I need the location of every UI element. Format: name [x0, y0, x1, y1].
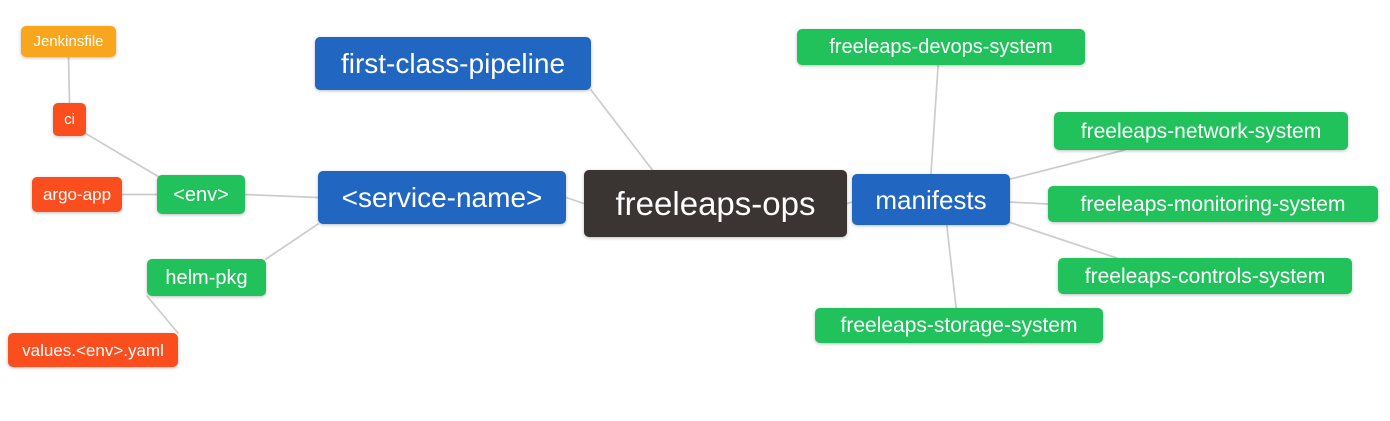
edge-helm-pkg-to-values-env-yaml: [146, 295, 179, 334]
node-label: freeleaps-controls-system: [1084, 264, 1326, 288]
node-freeleaps-ops[interactable]: freeleaps-ops: [584, 170, 847, 237]
edge-manifests-to-freeleaps-network-system: [1009, 149, 1126, 180]
edge-manifests-to-freeleaps-storage-system: [945, 224, 957, 309]
edge-ci-to-env: [83, 131, 161, 179]
node-label: freeleaps-network-system: [1080, 119, 1322, 143]
node-label: Jenkinsfile: [33, 33, 104, 50]
node-label: argo-app: [42, 185, 112, 204]
node-manifests[interactable]: manifests: [852, 174, 1010, 225]
node-freeleaps-controls-system[interactable]: freeleaps-controls-system: [1058, 258, 1352, 294]
edge-freeleaps-devops-system-to-manifests: [930, 64, 939, 175]
node-first-class-pipeline[interactable]: first-class-pipeline: [315, 37, 591, 90]
edge-env-to-service-name: [244, 193, 319, 199]
edge-manifests-to-freeleaps-monitoring-system: [1009, 201, 1049, 205]
node-label: manifests: [875, 184, 987, 215]
edge-service-name-to-helm-pkg: [265, 223, 319, 260]
node-ci[interactable]: ci: [53, 103, 86, 136]
edge-service-name-to-freeleaps-ops: [565, 196, 585, 205]
edge-first-class-pipeline-to-freeleaps-ops: [590, 89, 654, 171]
edge-manifests-to-freeleaps-controls-system: [1009, 221, 1118, 259]
node-label: helm-pkg: [165, 266, 248, 289]
edge-freeleaps-ops-to-manifests: [846, 201, 853, 205]
node-label: <service-name>: [341, 181, 543, 213]
node-jenkinsfile[interactable]: Jenkinsfile: [21, 26, 116, 57]
node-label: freeleaps-storage-system: [840, 314, 1078, 337]
node-label: freeleaps-devops-system: [829, 36, 1053, 58]
node-env[interactable]: <env>: [157, 175, 245, 214]
node-argo-app[interactable]: argo-app: [32, 177, 122, 212]
node-label: ci: [64, 111, 75, 128]
node-freeleaps-monitoring-system[interactable]: freeleaps-monitoring-system: [1048, 186, 1378, 222]
edge-jenkinsfile-to-ci: [67, 56, 71, 104]
node-label: values.<env>.yaml: [22, 340, 164, 360]
node-service-name[interactable]: <service-name>: [318, 171, 566, 224]
node-freeleaps-storage-system[interactable]: freeleaps-storage-system: [815, 308, 1103, 343]
node-helm-pkg[interactable]: helm-pkg: [147, 259, 266, 296]
node-label: first-class-pipeline: [340, 47, 566, 79]
node-label: freeleaps-ops: [615, 185, 816, 222]
node-values-env-yaml[interactable]: values.<env>.yaml: [8, 333, 178, 367]
node-freeleaps-network-system[interactable]: freeleaps-network-system: [1054, 112, 1348, 150]
node-label: freeleaps-monitoring-system: [1080, 192, 1346, 216]
node-label: <env>: [173, 183, 229, 206]
node-freeleaps-devops-system[interactable]: freeleaps-devops-system: [797, 29, 1085, 65]
